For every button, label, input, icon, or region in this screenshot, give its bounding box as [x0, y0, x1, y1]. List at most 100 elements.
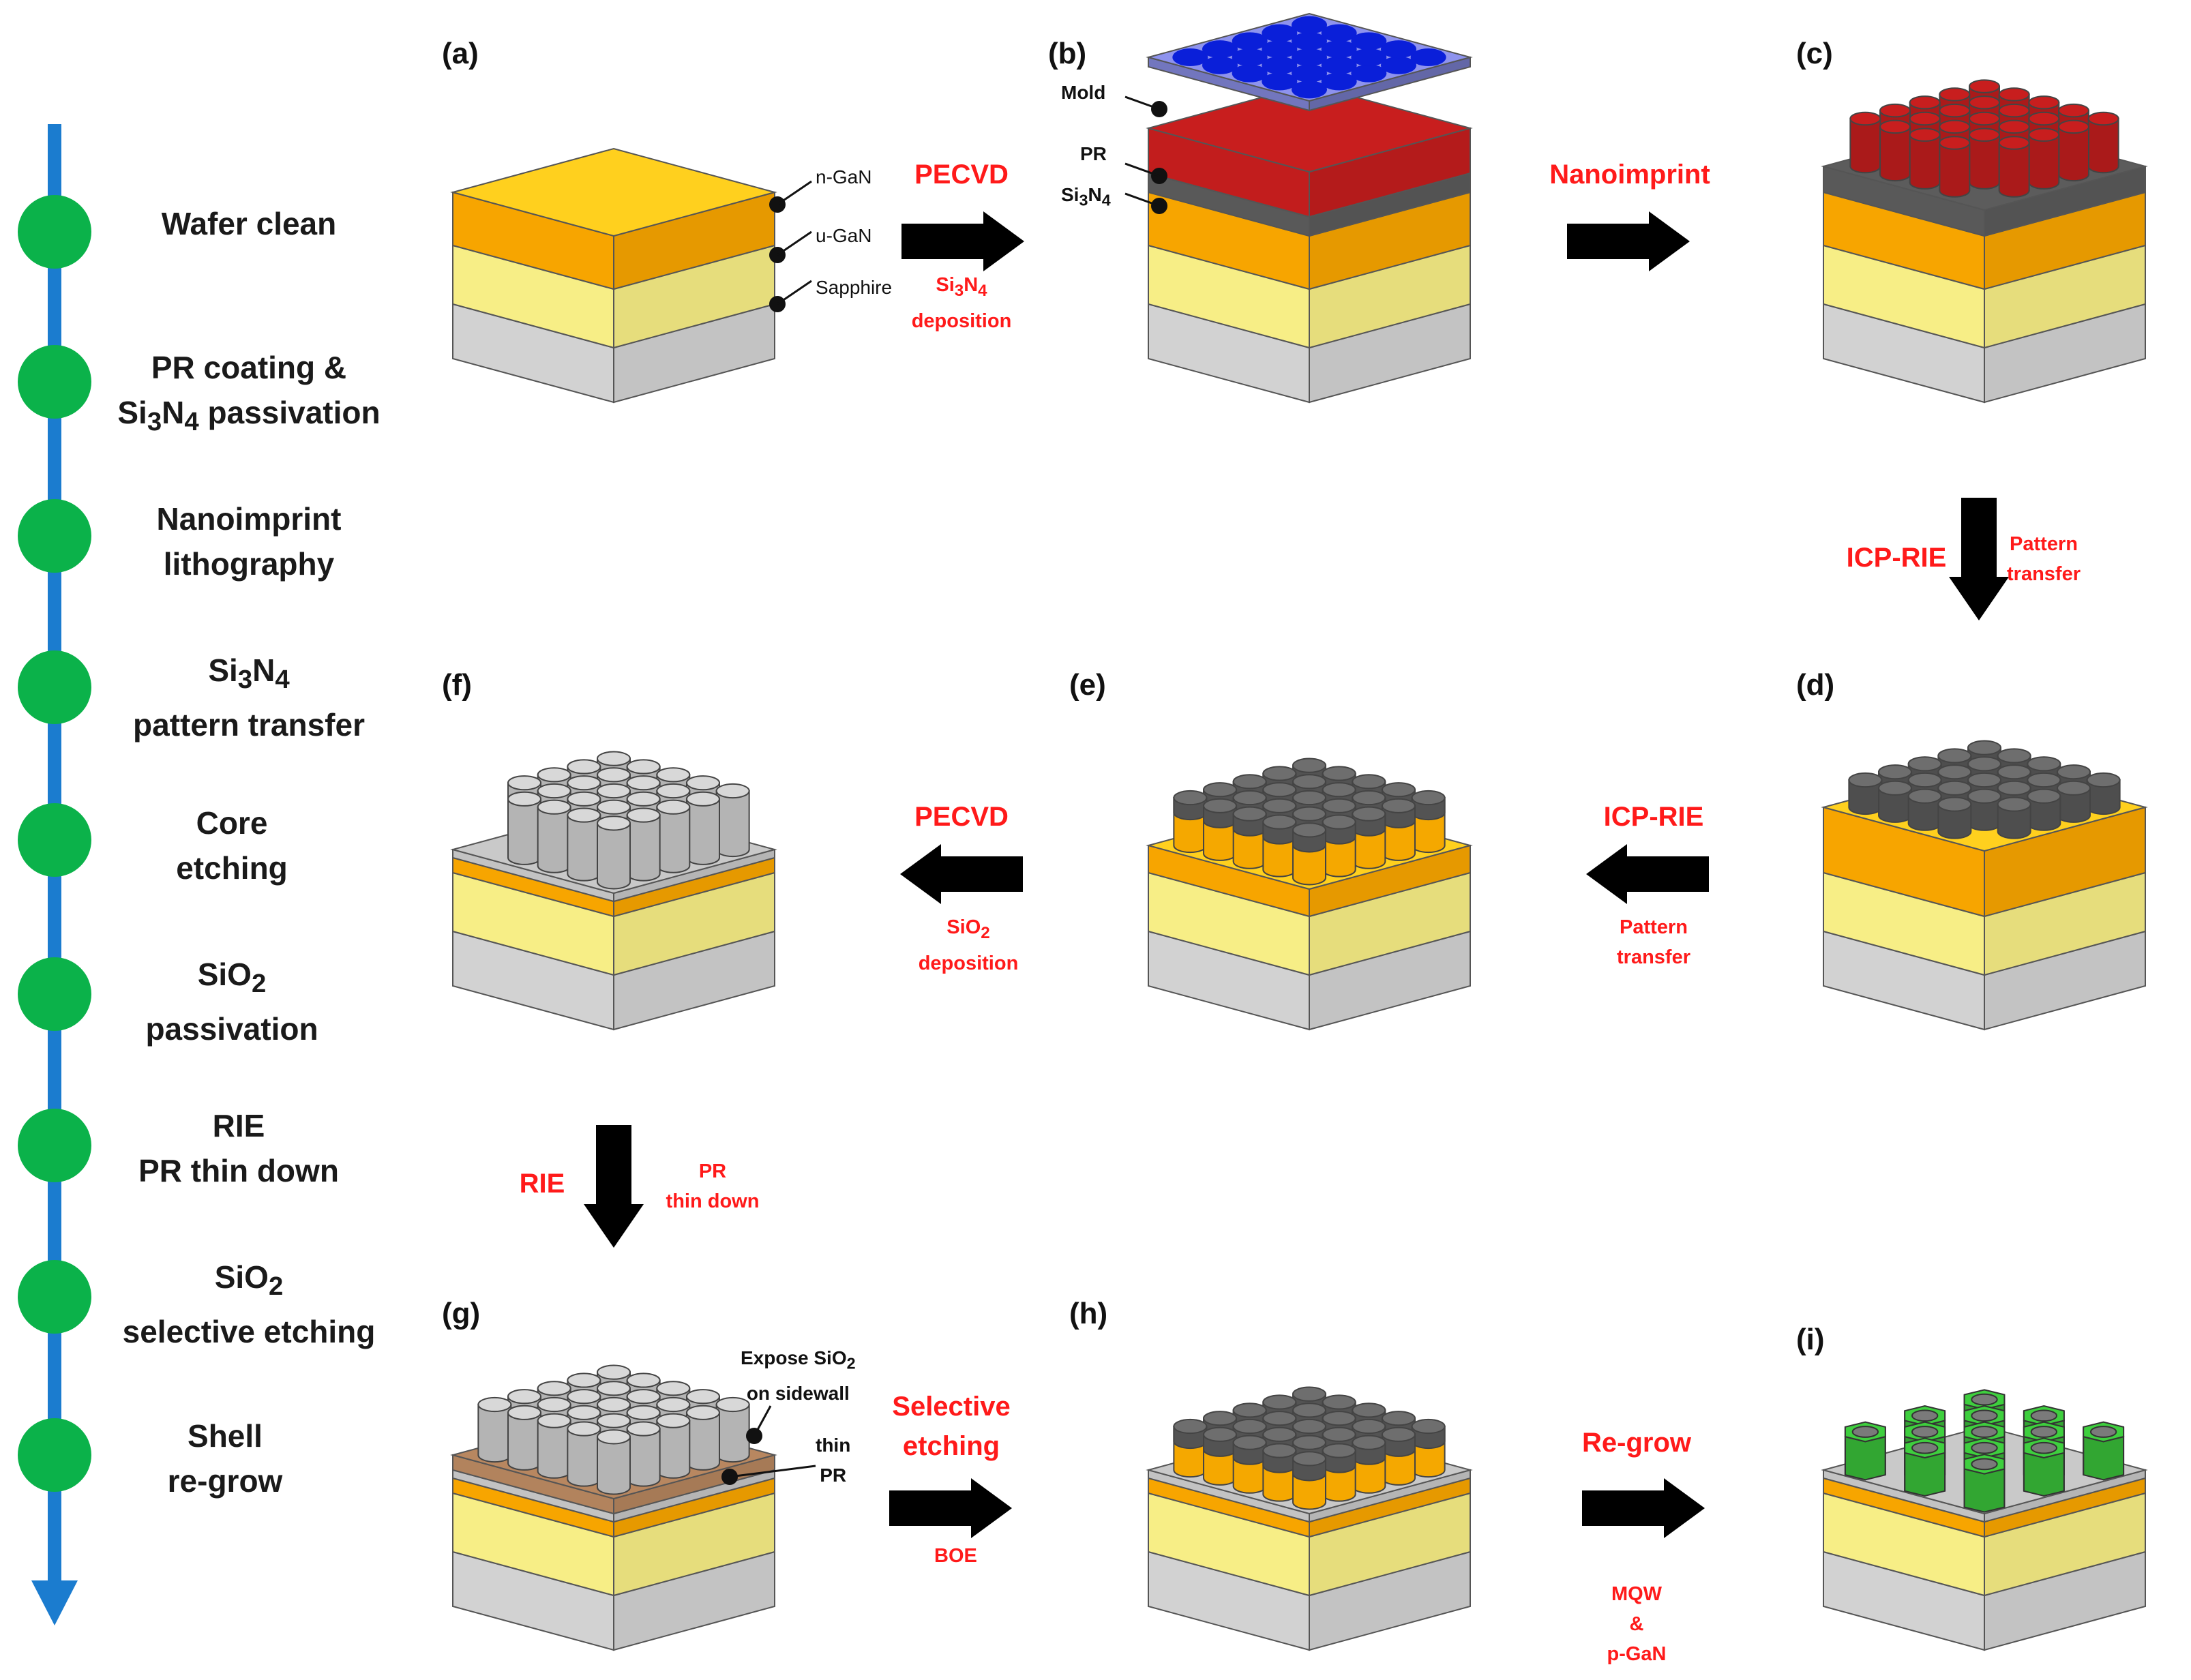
panel-label-e: (e) [1069, 668, 1106, 702]
pillar-body [1909, 134, 1941, 190]
pillar-top [1262, 1443, 1297, 1458]
arrow-e-to-f [900, 844, 1023, 904]
pillar-top [2028, 95, 2060, 110]
pillar-body [626, 814, 661, 882]
pillar-top [1937, 748, 1972, 764]
block-e [1146, 758, 1473, 1031]
pillar-top [2027, 756, 2061, 772]
pillar-body [1937, 803, 1972, 839]
pillar-cap [1851, 1426, 1879, 1438]
layer-label-n-gan: n-GaN [816, 166, 872, 188]
mold-hole [1292, 48, 1327, 66]
process-sub-pattern-transfer-2: Pattern transfer [1617, 916, 1690, 968]
timeline-node-3 [18, 499, 91, 573]
pillar-top [1381, 798, 1416, 813]
pillar-top [537, 783, 571, 799]
pillar-top [1967, 740, 2001, 755]
pillar-top [507, 1405, 542, 1420]
pillar-top [1411, 790, 1446, 806]
pillar-top [1322, 766, 1356, 781]
pillar-top [597, 1413, 631, 1428]
pillar-top [1292, 1435, 1326, 1450]
pillar-top [1292, 1402, 1326, 1418]
block-d [1821, 740, 2148, 1031]
pillar-top [597, 799, 631, 815]
pillar-top [1939, 136, 1971, 150]
pillar-body [537, 806, 571, 873]
arrow-b-to-c [1567, 211, 1690, 271]
process-sub-boe: BOE [934, 1545, 977, 1567]
leader-line-a-0 [777, 180, 812, 206]
pillar-top [1998, 103, 2030, 118]
pillar-cap [1971, 1409, 1998, 1422]
pillar-top [2057, 103, 2089, 118]
pillar-cap [2089, 1426, 2117, 1438]
process-label-icp-rie-1: ICP-RIE [1846, 543, 1947, 573]
step-label-pr-coating: PR coating & Si3N4 passivation [99, 345, 399, 445]
pillar-cap [1971, 1393, 1998, 1406]
pillar-body [2087, 118, 2119, 174]
pillar-cap [1911, 1426, 1939, 1438]
process-sub-pattern-transfer-1: Pattern transfer [2007, 533, 2081, 585]
mold-hole [1262, 56, 1298, 74]
pillar-body [715, 790, 750, 858]
pillar-top [1967, 772, 2001, 788]
pillar-top [1937, 796, 1972, 812]
pillar-top [1909, 95, 1941, 110]
mold-hole [1380, 56, 1416, 74]
pillar-top [537, 799, 571, 815]
pillar-top [1997, 764, 2031, 780]
block-f [450, 751, 777, 1031]
pillar-body [1879, 125, 1911, 182]
pillar-top [1997, 796, 2031, 812]
pillar-top [626, 1405, 661, 1420]
step-si3n4-passivation: Si3N4 passivation [117, 395, 381, 437]
pillar-top [1292, 790, 1326, 806]
pillar-top [507, 1389, 542, 1405]
pillar-top [685, 1389, 720, 1405]
leader-line-b-2 [1124, 192, 1160, 207]
pillar-top [1322, 782, 1356, 798]
pillar-body [597, 1436, 631, 1495]
pillar-top [656, 767, 691, 783]
pillar-top [567, 807, 601, 823]
mold-hole [1351, 64, 1387, 82]
step-label-sio2-passivation: SiO2 passivation [82, 952, 382, 1051]
mold-hole [1351, 48, 1387, 66]
timeline-node-5 [18, 803, 91, 877]
pillar-cap [1971, 1458, 1998, 1471]
step-label-shell-regrow: Shell re-grow [167, 1418, 283, 1499]
leader-line-g-2 [729, 1465, 816, 1478]
pillar-body [715, 1404, 750, 1463]
pillar-top [1292, 806, 1326, 822]
pillar-top [656, 799, 691, 815]
pillar-top [1352, 1435, 1386, 1450]
pillar-top [656, 1396, 691, 1413]
pillar-top [477, 1396, 512, 1413]
block-h [1146, 1386, 1473, 1651]
pillar-top [1878, 764, 1913, 780]
pillar-top [1262, 1411, 1297, 1426]
pillar-top [1292, 1386, 1326, 1402]
mold-hole [1172, 48, 1208, 66]
shell-side [1963, 1468, 2006, 1513]
pillar-top [1969, 79, 2000, 93]
pillar-top [567, 1405, 601, 1420]
mold-hole [1410, 48, 1446, 66]
pillar-body [597, 822, 631, 890]
pillar-top [1322, 1443, 1356, 1458]
timeline-arrowhead [31, 1580, 78, 1625]
pillar-top [1879, 119, 1911, 134]
pillar-cap [2030, 1426, 2058, 1438]
pillar-top [1381, 1411, 1416, 1426]
pillar-top [1203, 1411, 1238, 1426]
layer-label-pr: PR [1080, 143, 1107, 164]
pillar-top [626, 791, 661, 807]
pillar-top [1878, 780, 1913, 796]
pillar-cap [1911, 1441, 1939, 1454]
pillar-top [1232, 1418, 1267, 1435]
pillar-top [597, 815, 631, 831]
mold-hole [1232, 32, 1268, 50]
mold-hole [1351, 32, 1387, 50]
